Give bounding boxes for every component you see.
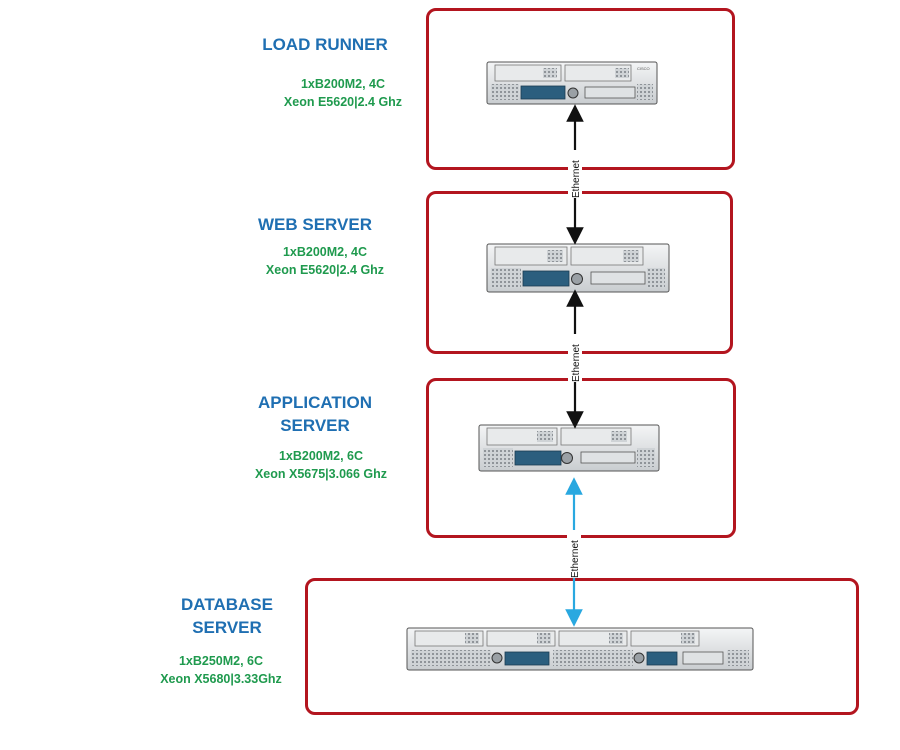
load-runner-cpu: Xeon E5620|2.4 Ghz [283, 95, 403, 109]
ethernet-label: Ethernet [571, 160, 582, 198]
database-server-cpu: Xeon X5680|3.33Ghz [160, 672, 282, 686]
blade-server-icon: CISCO [486, 61, 658, 105]
database-server-title: DATABASE SERVER [132, 593, 322, 639]
web-server-cpu: Xeon E5620|2.4 Ghz [265, 263, 385, 277]
full-width-blade-server-icon [406, 627, 754, 671]
database-server-specs: 1xB250M2, 6C Xeon X5680|3.33Ghz [126, 652, 316, 688]
application-server-specs: 1xB200M2, 6C Xeon X5675|3.066 Ghz [226, 447, 416, 483]
application-server-title-line-2: SERVER [280, 416, 350, 435]
load-runner-blade: 1xB200M2, 4C [300, 77, 386, 91]
application-server-title-line-1: APPLICATION [258, 393, 372, 412]
ethernet-label: Ethernet [571, 344, 582, 382]
application-server-label: APPLICATION SERVER [220, 391, 410, 437]
database-server-title-line-1: DATABASE [181, 595, 273, 614]
ethernet-link-app-db: Ethernet [565, 477, 583, 627]
ethernet-label: Ethernet [570, 540, 581, 578]
application-server-title: APPLICATION SERVER [220, 391, 410, 437]
svg-text:CISCO: CISCO [637, 66, 650, 71]
web-server-blade: 1xB200M2, 4C [282, 245, 368, 259]
database-server-blade: 1xB250M2, 6C [178, 654, 264, 668]
ethernet-link-lr-web: Ethernet [566, 104, 584, 245]
application-server-cpu: Xeon X5675|3.066 Ghz [254, 467, 388, 481]
web-server-label: WEB SERVER [220, 213, 410, 236]
load-runner-specs: 1xB200M2, 4C Xeon E5620|2.4 Ghz [248, 75, 438, 111]
database-server-title-line-2: SERVER [192, 618, 262, 637]
web-server-title: WEB SERVER [220, 213, 410, 236]
web-server-title-line-1: WEB SERVER [258, 215, 372, 234]
blade-server-icon [486, 243, 670, 293]
load-runner-title-line-1: LOAD RUNNER [262, 35, 388, 54]
load-runner-label: LOAD RUNNER [230, 33, 420, 56]
database-server-label: DATABASE SERVER [132, 593, 322, 639]
web-server-specs: 1xB200M2, 4C Xeon E5620|2.4 Ghz [230, 243, 420, 279]
application-server-blade: 1xB200M2, 6C [278, 449, 364, 463]
blade-server-icon [478, 424, 660, 472]
load-runner-title: LOAD RUNNER [230, 33, 420, 56]
ethernet-link-web-app: Ethernet [566, 289, 584, 429]
